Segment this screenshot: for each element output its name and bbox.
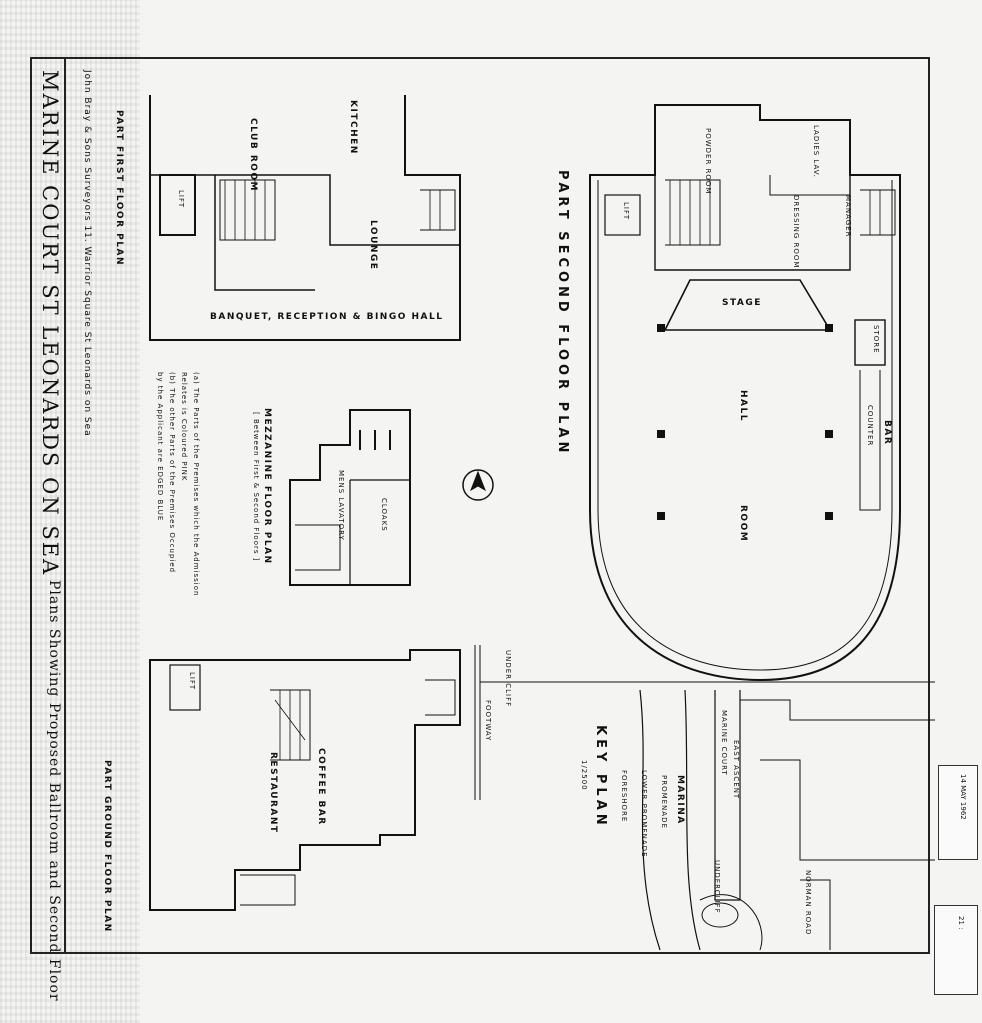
footway-label: FOOTWAY <box>484 700 492 742</box>
second-floor-lift <box>604 194 641 236</box>
key-lower-promenade-label: LOWER PROMENADE <box>640 770 648 858</box>
key-plan-title: KEY PLAN <box>593 725 608 829</box>
second-floor-outline <box>589 104 901 682</box>
kitchen-label: KITCHEN <box>348 100 358 155</box>
second-lift-label: LIFT <box>622 202 630 221</box>
north-arrow <box>462 469 494 501</box>
mezzanine-subtitle: [ Between First & Second Floors ] <box>252 412 260 562</box>
ground-lift-label: LIFT <box>188 672 196 691</box>
under-cliff-label: UNDER CLIFF <box>504 650 512 708</box>
manager-label: MANAGER <box>844 195 852 238</box>
received-stamp-date: 14 MAY 1962 <box>959 774 967 820</box>
ground-floor-outline <box>149 649 461 911</box>
store-label: STORE <box>872 325 880 354</box>
received-stamp: 14 MAY 1962 <box>938 765 978 860</box>
key-marine-court <box>714 690 741 901</box>
first-floor-outline <box>149 95 461 341</box>
key-road-1 <box>639 689 661 951</box>
key-plan-scale: 1/2500 <box>580 760 588 791</box>
counter-label: COUNTER <box>866 405 874 447</box>
banquet-hall-label: BANQUET, RECEPTION & BINGO HALL <box>210 312 444 322</box>
room-label: ROOM <box>738 505 748 543</box>
key-undercliff-label: UNDERCLIFF <box>713 860 721 914</box>
coffee-bar-label: COFFEE BAR <box>316 748 326 826</box>
title-strip <box>30 57 66 954</box>
first-lift-label: LIFT <box>177 190 185 209</box>
first-floor-title: PART FIRST FLOOR PLAN <box>114 110 124 266</box>
ladies-lav-label: LADIES LAV. <box>812 125 820 178</box>
hall-label: HALL <box>738 390 748 422</box>
second-floor-title: PART SECOND FLOOR PLAN <box>555 170 570 457</box>
powder-room-label: POWDER ROOM <box>704 128 712 195</box>
club-room-label: CLUB ROOM <box>248 118 258 193</box>
key-marina-label: MARINA <box>675 775 685 825</box>
key-promenade-label: PROMENADE <box>660 775 668 829</box>
key-marine-court-label: MARINE COURT <box>720 710 728 776</box>
ground-floor-lift <box>169 664 201 711</box>
mens-lavatory-label: MENS LAVATORY <box>337 470 345 541</box>
paper-stain <box>0 0 140 1023</box>
mezzanine-title: MEZZANINE FLOOR PLAN <box>262 408 272 565</box>
bar-label: BAR <box>882 420 892 446</box>
cloaks-label: CLOAKS <box>380 498 388 532</box>
key-norman-road-label: NORMAN ROAD <box>804 870 812 936</box>
office-stamp: 21 : <box>934 905 978 995</box>
key-east-ascent-label: EAST ASCENT <box>732 740 740 800</box>
dressing-room-label: DRESSING ROOM <box>792 195 800 269</box>
mezzanine-outline <box>289 409 411 586</box>
office-stamp-number: 21 : <box>957 916 965 930</box>
ground-floor-title: PART GROUND FLOOR PLAN <box>102 760 112 933</box>
stage-label: STAGE <box>722 298 762 308</box>
lounge-label: LOUNGE <box>368 220 378 271</box>
first-floor-lift <box>159 174 196 236</box>
key-foreshore-label: FORESHORE <box>620 770 628 823</box>
restaurant-label: RESTAURANT <box>268 752 278 834</box>
store-outline <box>854 319 886 366</box>
drawing-border <box>30 57 930 954</box>
